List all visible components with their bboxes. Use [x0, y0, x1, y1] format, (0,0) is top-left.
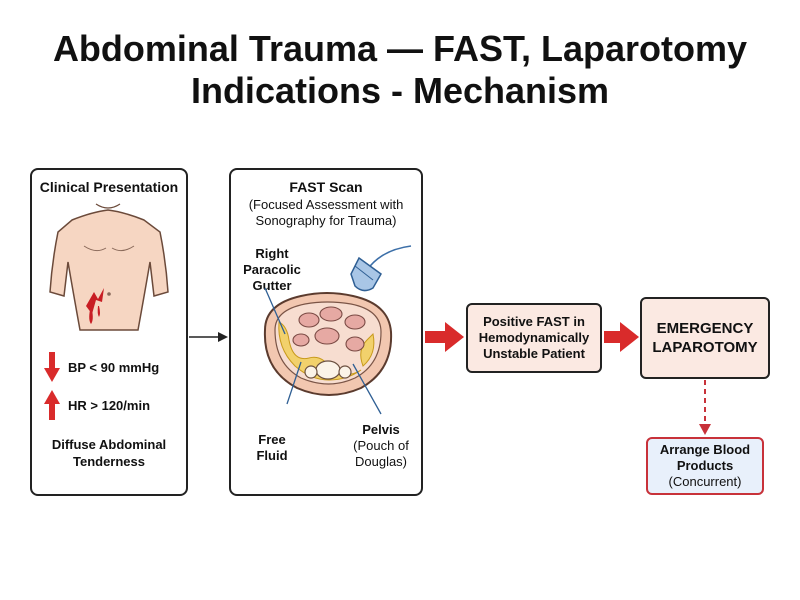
- page-title: Abdominal Trauma — FAST, Laparotomy Indi…: [0, 28, 800, 112]
- torso-illustration: [49, 203, 169, 331]
- laparotomy-line-1: EMERGENCY: [656, 320, 754, 337]
- arrow-down-icon: [44, 352, 60, 382]
- fast-scan-panel: FAST Scan (Focused Assessment with Sonog…: [229, 168, 423, 496]
- positive-fast-box: Positive FAST in Hemodynamically Unstabl…: [466, 303, 602, 373]
- fast-heading: FAST Scan: [289, 179, 363, 195]
- clinical-presentation-panel: Clinical Presentation BP < 90 mmHg HR > …: [30, 168, 188, 496]
- torso-neck: [95, 203, 121, 209]
- clinical-heading: Clinical Presentation: [39, 179, 179, 195]
- arrow-positive-to-laparotomy: [604, 322, 639, 352]
- label-fluid-line-1: Free: [258, 432, 286, 447]
- label-right-line-2: Paracolic: [243, 262, 301, 277]
- label-right-line-1: Right: [255, 246, 289, 261]
- label-fluid-line-2: Fluid: [256, 448, 288, 463]
- tenderness-text: Diffuse Abdominal Tenderness: [32, 436, 186, 470]
- positive-line-3: Unstable Patient: [483, 346, 585, 361]
- spine: [304, 360, 352, 380]
- positive-line-2: Hemodynamically: [478, 330, 590, 345]
- tenderness-line-2: Tenderness: [72, 454, 145, 469]
- leader-right-gutter: [264, 287, 286, 335]
- label-free-fluid: Free Fluid: [247, 432, 297, 464]
- laparotomy-line-2: LAPAROTOMY: [652, 339, 758, 356]
- label-right-line-3: Gutter: [252, 278, 292, 293]
- fast-subtitle-line-1: (Focused Assessment with: [248, 197, 404, 212]
- label-pelvis-line-1: Pelvis: [362, 422, 400, 437]
- blood-line-2: Products: [676, 458, 734, 473]
- ultrasound-probe-icon: [350, 245, 412, 292]
- title-line-1: Abdominal Trauma — FAST, Laparotomy: [52, 28, 748, 69]
- fast-subtitle: (Focused Assessment with Sonography for …: [231, 197, 421, 229]
- leader-free-fluid: [286, 361, 302, 405]
- label-pelvis: Pelvis (Pouch of Douglas): [343, 422, 419, 470]
- title-line-2: Indications - Mechanism: [190, 70, 610, 111]
- hr-text: HR > 120/min: [68, 397, 151, 413]
- label-right-paracolic-gutter: Right Paracolic Gutter: [237, 246, 307, 294]
- label-pelvis-line-2: (Pouch of: [353, 438, 409, 453]
- blood-line-3: (Concurrent): [668, 474, 742, 489]
- positive-line-1: Positive FAST in: [483, 314, 585, 329]
- emergency-laparotomy-box: EMERGENCY LAPAROTOMY: [640, 297, 770, 379]
- bp-text: BP < 90 mmHg: [68, 359, 160, 375]
- bp-indicator: BP < 90 mmHg: [44, 352, 159, 382]
- torso-chest-line: [83, 245, 135, 252]
- label-pelvis-line-3: Douglas): [354, 454, 408, 469]
- hr-indicator: HR > 120/min: [44, 390, 150, 420]
- arrow-clinical-to-fast: [189, 332, 228, 342]
- wound-icon: [86, 288, 104, 314]
- abdomen-cross-section: [263, 245, 412, 415]
- bowel-loops: [292, 306, 366, 352]
- fast-subtitle-line-2: Sonography for Trauma): [255, 213, 397, 228]
- arrow-fast-to-positive: [425, 322, 464, 352]
- arrow-laparotomy-to-blood: [699, 380, 711, 435]
- torso-skin: [49, 209, 169, 331]
- blood-line-1: Arrange Blood: [659, 442, 751, 457]
- arrow-up-icon: [44, 390, 60, 420]
- arrange-blood-products-box: Arrange Blood Products (Concurrent): [646, 437, 764, 495]
- blood-drip: [89, 306, 100, 324]
- tenderness-line-1: Diffuse Abdominal: [51, 437, 167, 452]
- leader-pelvis: [352, 363, 382, 415]
- torso-navel: [107, 292, 111, 296]
